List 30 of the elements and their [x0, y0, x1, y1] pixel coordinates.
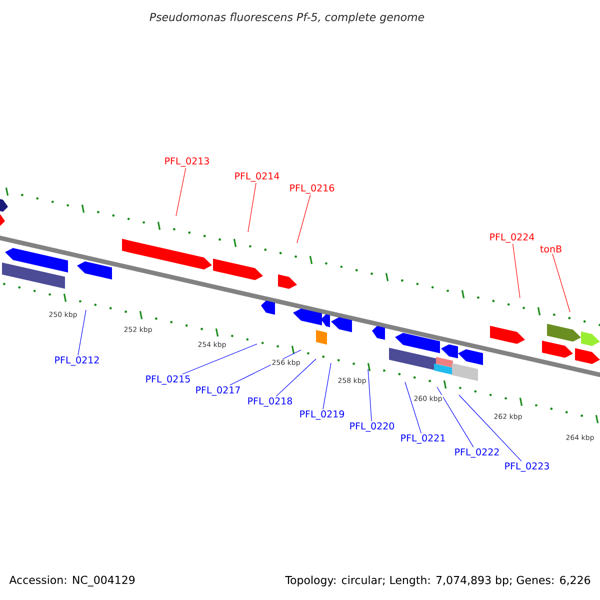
- leader-line: [276, 358, 316, 396]
- gene-label: PFL_0214: [235, 172, 280, 182]
- leader-line: [78, 310, 86, 356]
- leader-line: [368, 368, 372, 422]
- gene-label: tonB: [540, 245, 562, 253]
- gene-label: PFL_0217: [196, 386, 240, 396]
- leader-line: [404, 382, 422, 434]
- gene-label: PFL_0218: [248, 397, 292, 407]
- leader-line: [552, 253, 570, 312]
- gene-label: PFL_0224: [490, 233, 534, 243]
- gene-label: PFL_0212: [55, 356, 99, 366]
- gene-label: PFL_0219: [300, 410, 344, 420]
- leader-line: [182, 344, 258, 374]
- leader-line: [176, 168, 186, 216]
- gene-label: PFL_0222: [455, 448, 499, 458]
- leader-line: [296, 194, 311, 244]
- gene-label: PFL_0216: [290, 184, 334, 194]
- leader-line: [512, 244, 520, 298]
- gene-label: PFL_0220: [350, 422, 394, 432]
- gene-label: PFL_0215: [146, 375, 190, 385]
- leader-line: [248, 182, 256, 232]
- footer-text: Topology: circular; Length: 7,074,893 bp; Genes: 6,226: [285, 576, 590, 586]
- title: Pseudomonas fluorescens Pf-5, complete genome: [150, 12, 424, 24]
- gene-label: PFL_0221: [401, 434, 445, 444]
- leader-line: [458, 394, 522, 462]
- gene-label: PFL_0213: [165, 157, 209, 167]
- footer-text: Accession: NC_004129: [9, 576, 135, 586]
- leader-line: [322, 362, 332, 410]
- leader-line: [436, 386, 474, 448]
- gene-label: PFL_0223: [505, 462, 549, 472]
